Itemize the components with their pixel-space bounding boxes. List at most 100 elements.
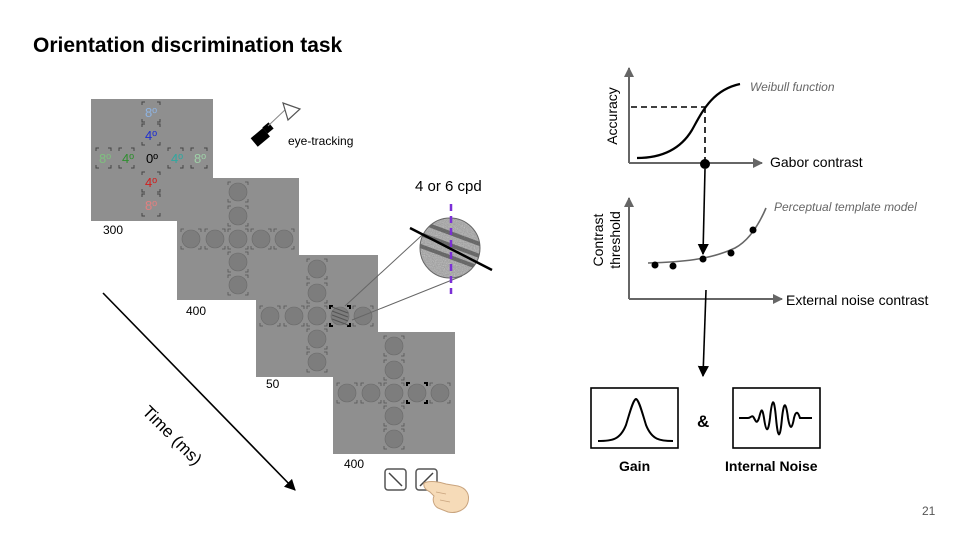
slide-title: Orientation discrimination task bbox=[33, 34, 343, 57]
pointing-hand-icon bbox=[423, 480, 469, 513]
outcome-arrow bbox=[697, 289, 709, 378]
placeholder-bracket bbox=[383, 335, 405, 357]
ecc-label-center: 0º bbox=[146, 151, 158, 166]
placeholder-bracket bbox=[306, 328, 328, 350]
response-cue-frame bbox=[333, 332, 455, 454]
ampersand-label: & bbox=[697, 412, 710, 431]
data-point bbox=[749, 226, 757, 234]
duration-label-noise: 400 bbox=[186, 304, 207, 318]
noise-patch bbox=[430, 383, 450, 403]
threshold-point bbox=[700, 159, 710, 169]
gain-box bbox=[590, 387, 679, 449]
placeholder-bracket bbox=[250, 228, 272, 250]
placeholder-bracket bbox=[227, 181, 249, 203]
ecc-label-left-8: 8º bbox=[99, 151, 111, 166]
page-number: 21 bbox=[922, 504, 936, 518]
noise-patch bbox=[307, 329, 327, 349]
noise-patch bbox=[284, 306, 304, 326]
placeholder-bracket bbox=[429, 382, 451, 404]
noise-patch bbox=[228, 252, 248, 272]
internal-noise-label: Internal Noise bbox=[725, 458, 818, 474]
placeholder-bracket bbox=[306, 282, 328, 304]
spatial-frequency-label: 4 or 6 cpd bbox=[415, 178, 482, 195]
gabor-target bbox=[331, 306, 349, 326]
placeholder-bracket bbox=[383, 428, 405, 450]
noise-patch bbox=[274, 229, 294, 249]
placeholder-bracket bbox=[383, 382, 405, 404]
ecc-label-top-4: 4º bbox=[145, 128, 157, 143]
placeholder-bracket bbox=[204, 228, 226, 250]
noise-patch bbox=[228, 229, 248, 249]
external-noise-contrast-label: External noise contrast bbox=[786, 292, 929, 308]
noise-patch bbox=[260, 306, 280, 326]
zoom-line-bottom bbox=[351, 275, 463, 321]
noise-patch bbox=[361, 383, 381, 403]
placeholder-bracket bbox=[383, 405, 405, 427]
zoom-line-top bbox=[344, 225, 433, 307]
duration-label-response: 400 bbox=[344, 457, 365, 471]
response-cue-bracket bbox=[406, 382, 428, 404]
target-bracket bbox=[329, 305, 351, 327]
contrast-threshold-axis-label: Contrast threshold bbox=[590, 211, 623, 269]
noise-patch bbox=[337, 383, 357, 403]
noise-patch bbox=[384, 360, 404, 380]
psychometric-panel bbox=[624, 67, 763, 256]
noise-patch bbox=[384, 336, 404, 356]
ecc-label-right-4: 4º bbox=[171, 151, 183, 166]
data-point bbox=[651, 261, 659, 269]
placeholder-bracket bbox=[283, 305, 305, 327]
placeholder-bracket bbox=[180, 228, 202, 250]
ecc-label-bottom-8: 8º bbox=[145, 198, 157, 213]
placeholder-bracket bbox=[227, 274, 249, 296]
noise-patch bbox=[407, 383, 427, 403]
threshold-transfer-arrow bbox=[697, 168, 709, 256]
ecc-label-right-8: 8º bbox=[194, 151, 206, 166]
gain-label: Gain bbox=[619, 458, 651, 474]
ecc-label-bottom-4: 4º bbox=[145, 175, 157, 190]
data-point bbox=[727, 249, 735, 257]
response-button-left-icon bbox=[384, 468, 407, 491]
placeholder-bracket bbox=[383, 359, 405, 381]
noise-patch bbox=[307, 352, 327, 372]
ecc-label-top-8: 8º bbox=[145, 105, 157, 120]
noise-patch bbox=[251, 229, 271, 249]
placeholder-bracket bbox=[352, 305, 374, 327]
eye-tracking-label: eye-tracking bbox=[288, 134, 354, 148]
orientation-line bbox=[409, 226, 493, 272]
gain-gaussian-icon bbox=[597, 397, 674, 442]
noise-patch bbox=[228, 206, 248, 226]
placeholder-bracket bbox=[259, 305, 281, 327]
noise-patch bbox=[307, 283, 327, 303]
noise-patch bbox=[384, 406, 404, 426]
accuracy-axis-label: Accuracy bbox=[604, 87, 620, 145]
duration-label-fixation: 300 bbox=[103, 223, 124, 237]
duration-label-target: 50 bbox=[266, 377, 280, 391]
placeholder-bracket bbox=[306, 258, 328, 280]
placeholder-bracket bbox=[273, 228, 295, 250]
eye-tracker-camera-icon bbox=[250, 102, 302, 147]
noise-patch bbox=[181, 229, 201, 249]
noise-wavelet-icon bbox=[739, 401, 812, 436]
internal-noise-box bbox=[732, 387, 821, 449]
placeholder-bracket bbox=[360, 382, 382, 404]
placeholder-bracket bbox=[227, 205, 249, 227]
ptm-curve bbox=[647, 207, 767, 264]
weibull-curve bbox=[636, 82, 741, 160]
ecc-label-left-4: 4º bbox=[122, 151, 134, 166]
placeholder-bracket bbox=[306, 351, 328, 373]
perceptual-template-model-label: Perceptual template model bbox=[774, 200, 917, 214]
noise-patch bbox=[228, 182, 248, 202]
time-arrow bbox=[102, 292, 296, 491]
noise-patch bbox=[228, 275, 248, 295]
noise-patch bbox=[384, 429, 404, 449]
placeholder-bracket bbox=[306, 305, 328, 327]
placeholder-bracket bbox=[227, 228, 249, 250]
noise-patch bbox=[307, 306, 327, 326]
noise-patch bbox=[307, 259, 327, 279]
data-point bbox=[699, 255, 707, 263]
threshold-panel bbox=[624, 197, 783, 378]
data-point bbox=[669, 262, 677, 270]
noise-patch bbox=[205, 229, 225, 249]
weibull-function-label: Weibull function bbox=[750, 80, 835, 94]
